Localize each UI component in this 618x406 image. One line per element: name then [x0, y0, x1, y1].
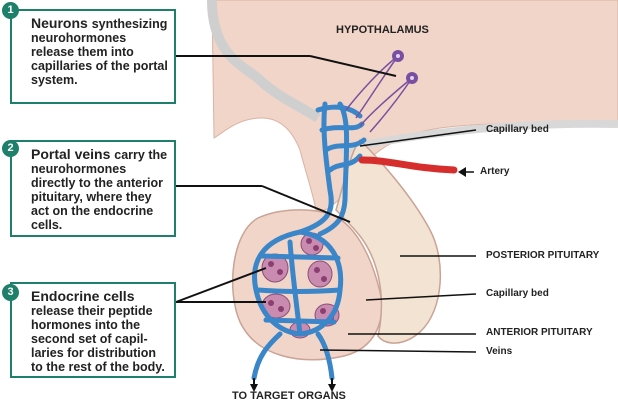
- step-1-box: Neurons synthesizing neurohormones relea…: [10, 9, 176, 104]
- step-1-lead: Neurons: [31, 15, 92, 31]
- step-1-badge: 1: [2, 2, 19, 19]
- artery-label: Artery: [480, 166, 510, 177]
- output-arrows: [253, 378, 333, 386]
- step-3-lead: Endocrine cells: [31, 288, 135, 304]
- step-2-body: carry the neurohormones directly to the …: [31, 148, 168, 232]
- artery-arrowhead: [458, 167, 466, 177]
- step-3-body: release their peptide hormones into the …: [31, 304, 165, 374]
- step-1-body: synthesizing neurohormones release them …: [31, 17, 168, 87]
- step-3-badge: 3: [2, 284, 19, 301]
- hypothalamus-label: HYPOTHALAMUS: [336, 24, 429, 36]
- leader-lines: [175, 55, 397, 303]
- sella-floor: [339, 119, 618, 154]
- capillary-bed-bottom-label: Capillary bed: [486, 288, 549, 299]
- step-2-badge: 2: [2, 140, 19, 157]
- portal-vessels: [251, 101, 367, 381]
- label-leaders: [319, 129, 477, 353]
- veins-label: Veins: [486, 346, 513, 357]
- posterior-pituitary-label: POSTERIOR PITUITARY: [486, 250, 600, 261]
- artery-vessel: [358, 156, 458, 174]
- target-organs-label: TO TARGET ORGANS: [232, 390, 346, 402]
- sella-contour: [207, 0, 321, 123]
- cell-nuclei: [268, 238, 334, 321]
- hypothalamic-neurons: [345, 55, 413, 133]
- step-3-box: Endocrine cells release their peptide ho…: [10, 282, 176, 378]
- anterior-pituitary-label: ANTERIOR PITUITARY: [486, 327, 593, 338]
- step-2-lead: Portal veins: [31, 146, 115, 162]
- capillary-bed-top-label: Capillary bed: [486, 124, 549, 135]
- step-2-box: Portal veins carry the neurohormones dir…: [10, 140, 176, 237]
